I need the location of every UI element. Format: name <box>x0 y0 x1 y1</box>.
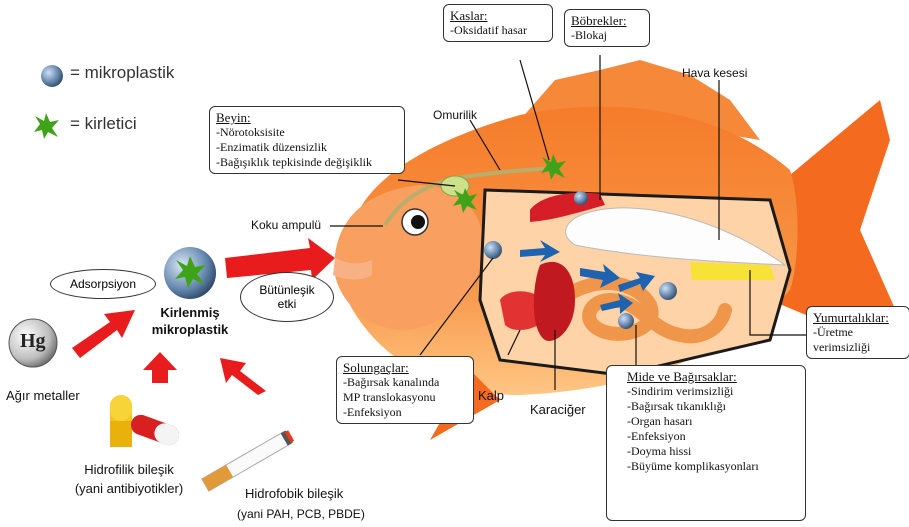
brain-item: -Enzimatik düzensizlik <box>216 140 398 155</box>
combined-effect-oval: Bütünleşik etki <box>240 272 334 322</box>
contaminated-mp-label-2: mikroplastik <box>142 322 238 337</box>
hydrophilic-label-1: Hidrofilik bileşik <box>60 462 198 477</box>
brain-box: Beyin: -Nörotoksisite -Enzimatik düzensi… <box>209 106 405 174</box>
arrow-from-antibiotics <box>143 352 177 383</box>
brain-title: Beyin: <box>216 110 398 125</box>
arrow-from-hydrophobic <box>220 358 266 395</box>
microplastic-bead <box>484 241 502 259</box>
muscles-item: -Oksidatif hasar <box>450 23 546 38</box>
heart-label: Kalp <box>478 388 504 403</box>
hydrophilic-label-2: (yani antibiyotikler) <box>60 481 198 496</box>
contaminated-mp-label-1: Kirlenmiş <box>142 305 238 320</box>
legend-microplastic-icon <box>41 65 63 87</box>
legend-pollutant-label: = kirletici <box>70 114 137 134</box>
mercury-symbol: Hg <box>20 330 46 353</box>
kidneys-box: Böbrekler: -Blokaj <box>564 9 650 47</box>
microplastic-bead <box>574 191 588 205</box>
ovaries-item: verimsizliği <box>813 340 903 355</box>
brain-item: -Bağışıklık tepkisinde değişiklik <box>216 155 398 170</box>
ovaries-title: Yumurtalıklar: <box>813 310 903 325</box>
adsorption-oval: Adsorpsiyon <box>50 269 156 299</box>
kidneys-item: -Blokaj <box>571 28 643 43</box>
spinal-cord-label: Omurilik <box>433 108 477 122</box>
microplastic-bead <box>618 313 634 329</box>
brain-item: -Nörotoksisite <box>216 125 398 140</box>
gut-item: -Büyüme komplikasyonları <box>613 459 799 474</box>
liver-label: Karaciğer <box>530 402 586 417</box>
ovaries-box: Yumurtalıklar: -Üretme verimsizliği <box>806 306 909 359</box>
legend-pollutant-icon <box>34 113 59 139</box>
hydrophobic-label-2: (yani PAH, PCB, PBDE) <box>237 507 365 521</box>
adsorption-label: Adsorpsiyon <box>70 277 136 291</box>
gut-item: -Organ hasarı <box>613 414 799 429</box>
gills-title: Solungaçlar: <box>343 360 467 375</box>
kidneys-title: Böbrekler: <box>571 13 643 28</box>
gut-item: -Sindirim verimsizliği <box>613 384 799 399</box>
arrow-from-metals <box>72 310 135 358</box>
cigarette-icon <box>202 429 295 491</box>
gut-box: Mide ve Bağırsaklar: -Sindirim verimsizl… <box>606 365 806 521</box>
gut-item: -Enfeksiyon <box>613 429 799 444</box>
combined-effect-label-2: etki <box>278 297 297 311</box>
ovaries-item: -Üretme <box>813 325 903 340</box>
gills-item: -Bağırsak kanalında <box>343 375 467 390</box>
gut-item: -Bağırsak tıkanıklığı <box>613 399 799 414</box>
microplastic-bead <box>659 282 677 300</box>
muscles-box: Kaslar: -Oksidatif hasar <box>443 4 553 42</box>
gills-item: MP translokasyonu <box>343 390 467 405</box>
muscles-title: Kaslar: <box>450 8 546 23</box>
gut-item: -Doyma hissi <box>613 444 799 459</box>
hydrophobic-label-1: Hidrofobik bileşik <box>245 486 343 501</box>
heavy-metals-label: Ağır metaller <box>6 388 80 403</box>
antibiotic-capsules-icon <box>110 395 182 448</box>
gills-item: -Enfeksiyon <box>343 405 467 420</box>
gills-box: Solungaçlar: -Bağırsak kanalında MP tran… <box>336 356 474 424</box>
olfactory-bulb-label: Koku ampulü <box>251 218 321 232</box>
gut-title: Mide ve Bağırsaklar: <box>613 369 799 384</box>
combined-effect-label-1: Bütünleşik <box>259 283 314 297</box>
legend-microplastic-label: = mikroplastik <box>70 63 174 83</box>
swim-bladder-label: Hava kesesi <box>682 66 747 80</box>
